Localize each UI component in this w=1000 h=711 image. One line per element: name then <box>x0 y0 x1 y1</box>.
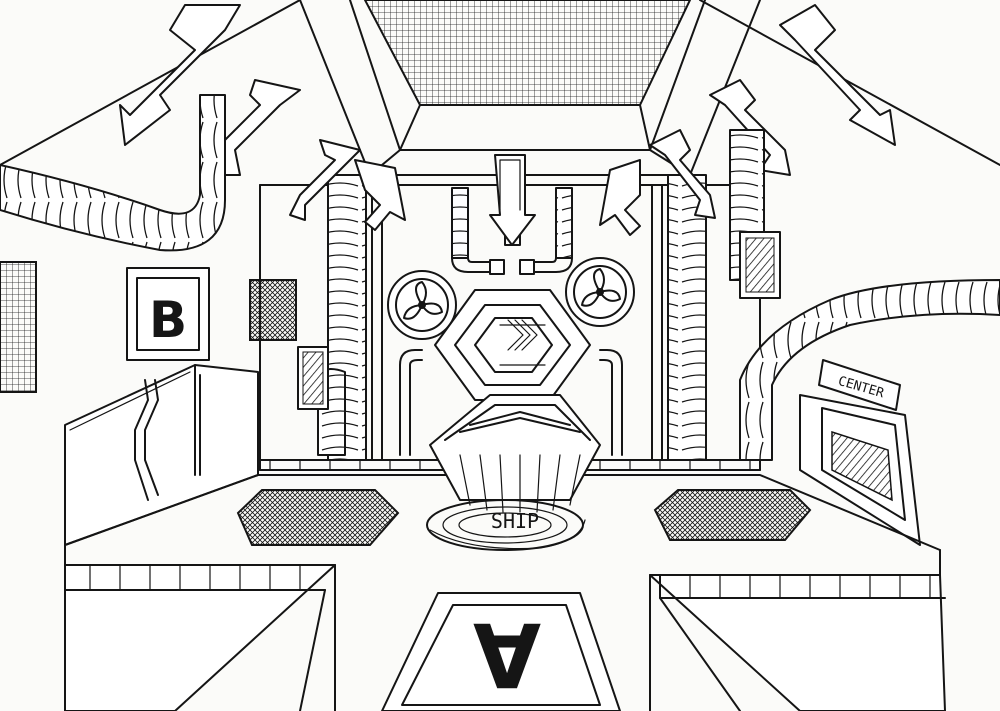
left-wall-grate <box>249 279 297 341</box>
ship-portal-label: SHIP <box>491 509 539 533</box>
thin-pipes-back <box>371 184 663 461</box>
ceiling-skylight-grid <box>363 0 692 151</box>
foreground-platform-left <box>64 564 336 711</box>
duct-left-wall <box>0 94 226 252</box>
ceiling-arrows <box>119 4 896 246</box>
center-doorway <box>799 394 921 546</box>
floor-sign-letter: A <box>473 603 541 706</box>
ship-portal: SHIP <box>426 394 601 551</box>
right-wall-panel <box>739 231 781 299</box>
hexagon-door <box>434 289 591 401</box>
left-wall-panel <box>297 346 329 410</box>
vertical-pipe-right <box>667 174 707 461</box>
left-console <box>64 364 259 546</box>
duct-right-wall <box>739 279 1000 461</box>
fan-right <box>565 257 635 327</box>
floor-sign-a: A <box>381 592 621 711</box>
wall-sign-b: B <box>126 267 210 361</box>
foreground-platform-right <box>649 574 946 711</box>
fan-left <box>387 270 457 340</box>
wall-sign-letter: B <box>149 291 187 349</box>
left-wall-vent <box>0 261 37 393</box>
hanging-pipes-center <box>451 174 573 275</box>
floor-vent-right <box>653 489 812 541</box>
floor-vent-left <box>236 489 400 546</box>
